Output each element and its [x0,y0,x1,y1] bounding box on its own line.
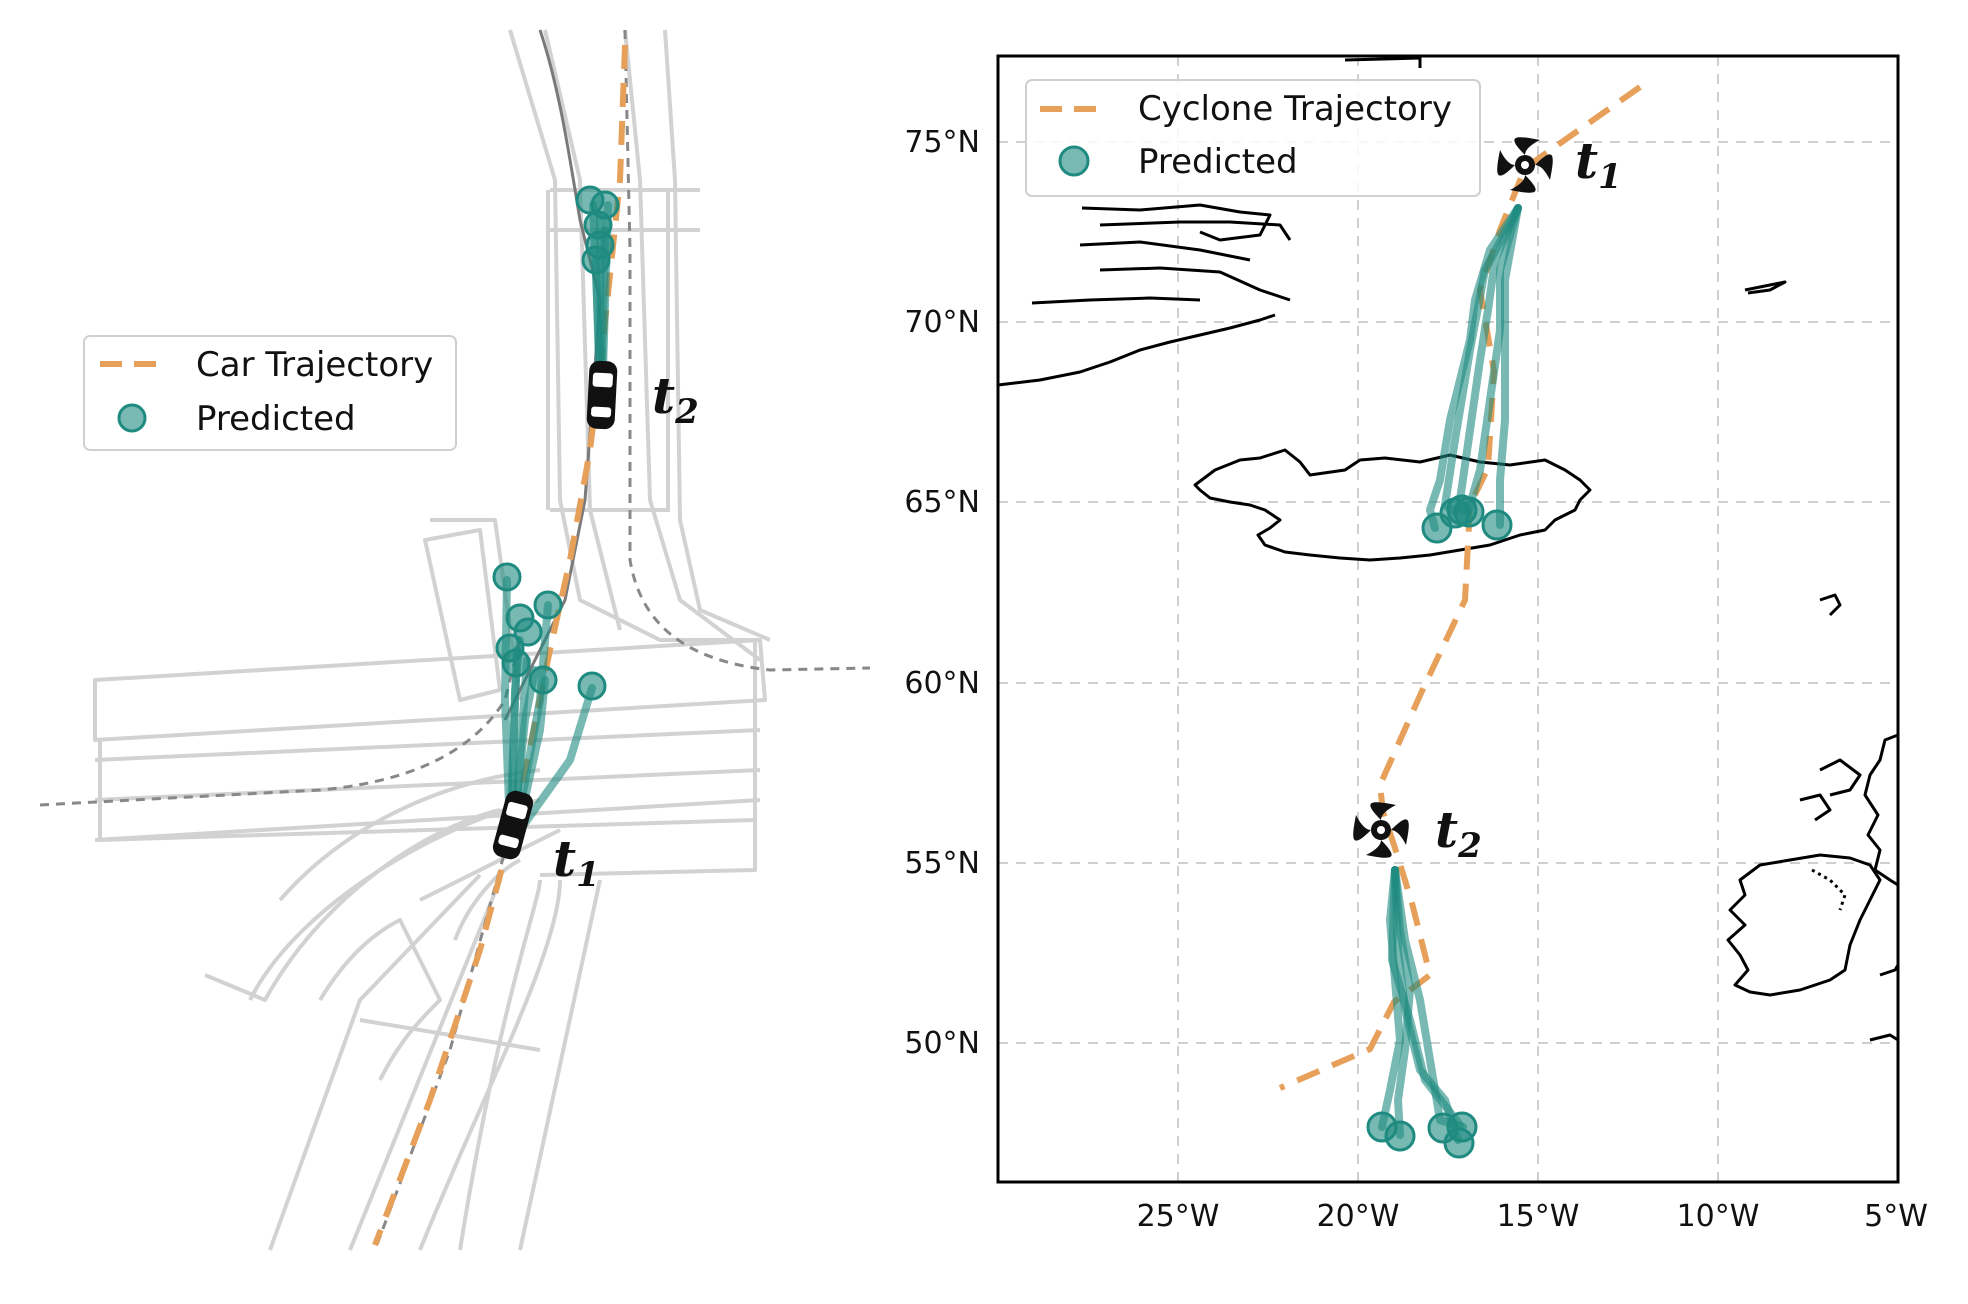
scotland-coast [1863,733,1899,887]
car-legend: Car Trajectory Predicted [83,335,457,451]
x-tick-label: 20°W [1317,1199,1400,1234]
y-tick-label: 70°N [904,305,980,340]
legend-predicted-swatch [1058,145,1090,177]
predicted-point [1481,509,1513,541]
y-tick-label: 55°N [904,846,980,881]
predicted-point [577,671,607,701]
cyclone-predicted-points-t2 [1366,1111,1478,1159]
map-frame [996,54,1900,1184]
x-tick-label: 10°W [1677,1199,1760,1234]
car-icon [492,790,534,860]
cyclone-icon [1497,137,1553,193]
cyclone-legend: Cyclone Trajectory Predicted [1025,79,1481,197]
x-tick-label: 5°W [1864,1199,1928,1234]
y-tick-label: 60°N [904,666,980,701]
predicted-point [492,562,522,592]
predicted-point [1443,1127,1475,1159]
cyclone-map-panel: t1 t2 75°N 70°N 65°N 60°N 55°N 50°N 25°W… [904,54,1928,1234]
car-icon [586,360,618,430]
iceland-coast [1193,448,1592,562]
predicted-point [1439,497,1471,529]
predicted-point [1384,1120,1416,1152]
greenland-coast [997,313,1276,387]
x-tick-label: 15°W [1497,1199,1580,1234]
predicted-point [585,230,615,260]
t1-label: t1 [553,829,600,895]
t1-label: t1 [1575,131,1622,197]
y-tick-label: 75°N [904,125,980,160]
ireland-coast [1726,853,1882,997]
road-network [93,29,771,1251]
car-predicted-points-t2 [575,185,620,275]
predicted-point [513,617,543,647]
cyclone-predicted-points-t1 [1421,494,1513,544]
car-trajectory-line [372,44,628,1247]
legend-trajectory-label: Car Trajectory [196,345,433,385]
predicted-point [501,648,531,678]
y-axis-ticks: 75°N 70°N 65°N 60°N 55°N 50°N [904,125,980,1061]
cyclone-icon [1353,802,1409,858]
legend-predicted-label: Predicted [1138,142,1298,182]
t2-label: t2 [652,366,699,432]
predicted-point [528,665,558,695]
car-predicted-points-t1 [492,562,607,701]
legend-predicted-swatch [117,403,147,433]
y-tick-label: 50°N [904,1026,980,1061]
t2-label: t2 [1435,800,1482,866]
x-tick-label: 25°W [1137,1199,1220,1234]
car-map-panel: t1 t2 Car Trajectory Predicted [39,29,871,1251]
map-gridlines [998,56,1898,1182]
x-axis-ticks: 25°W 20°W 15°W 10°W 5°W [1137,1199,1928,1234]
predicted-point [533,590,563,620]
y-tick-label: 65°N [904,485,980,520]
legend-trajectory-label: Cyclone Trajectory [1138,89,1452,129]
coastlines [997,56,1900,1042]
cyclone-predicted-lines-t2 [1378,866,1467,1144]
legend-predicted-label: Predicted [196,399,356,439]
